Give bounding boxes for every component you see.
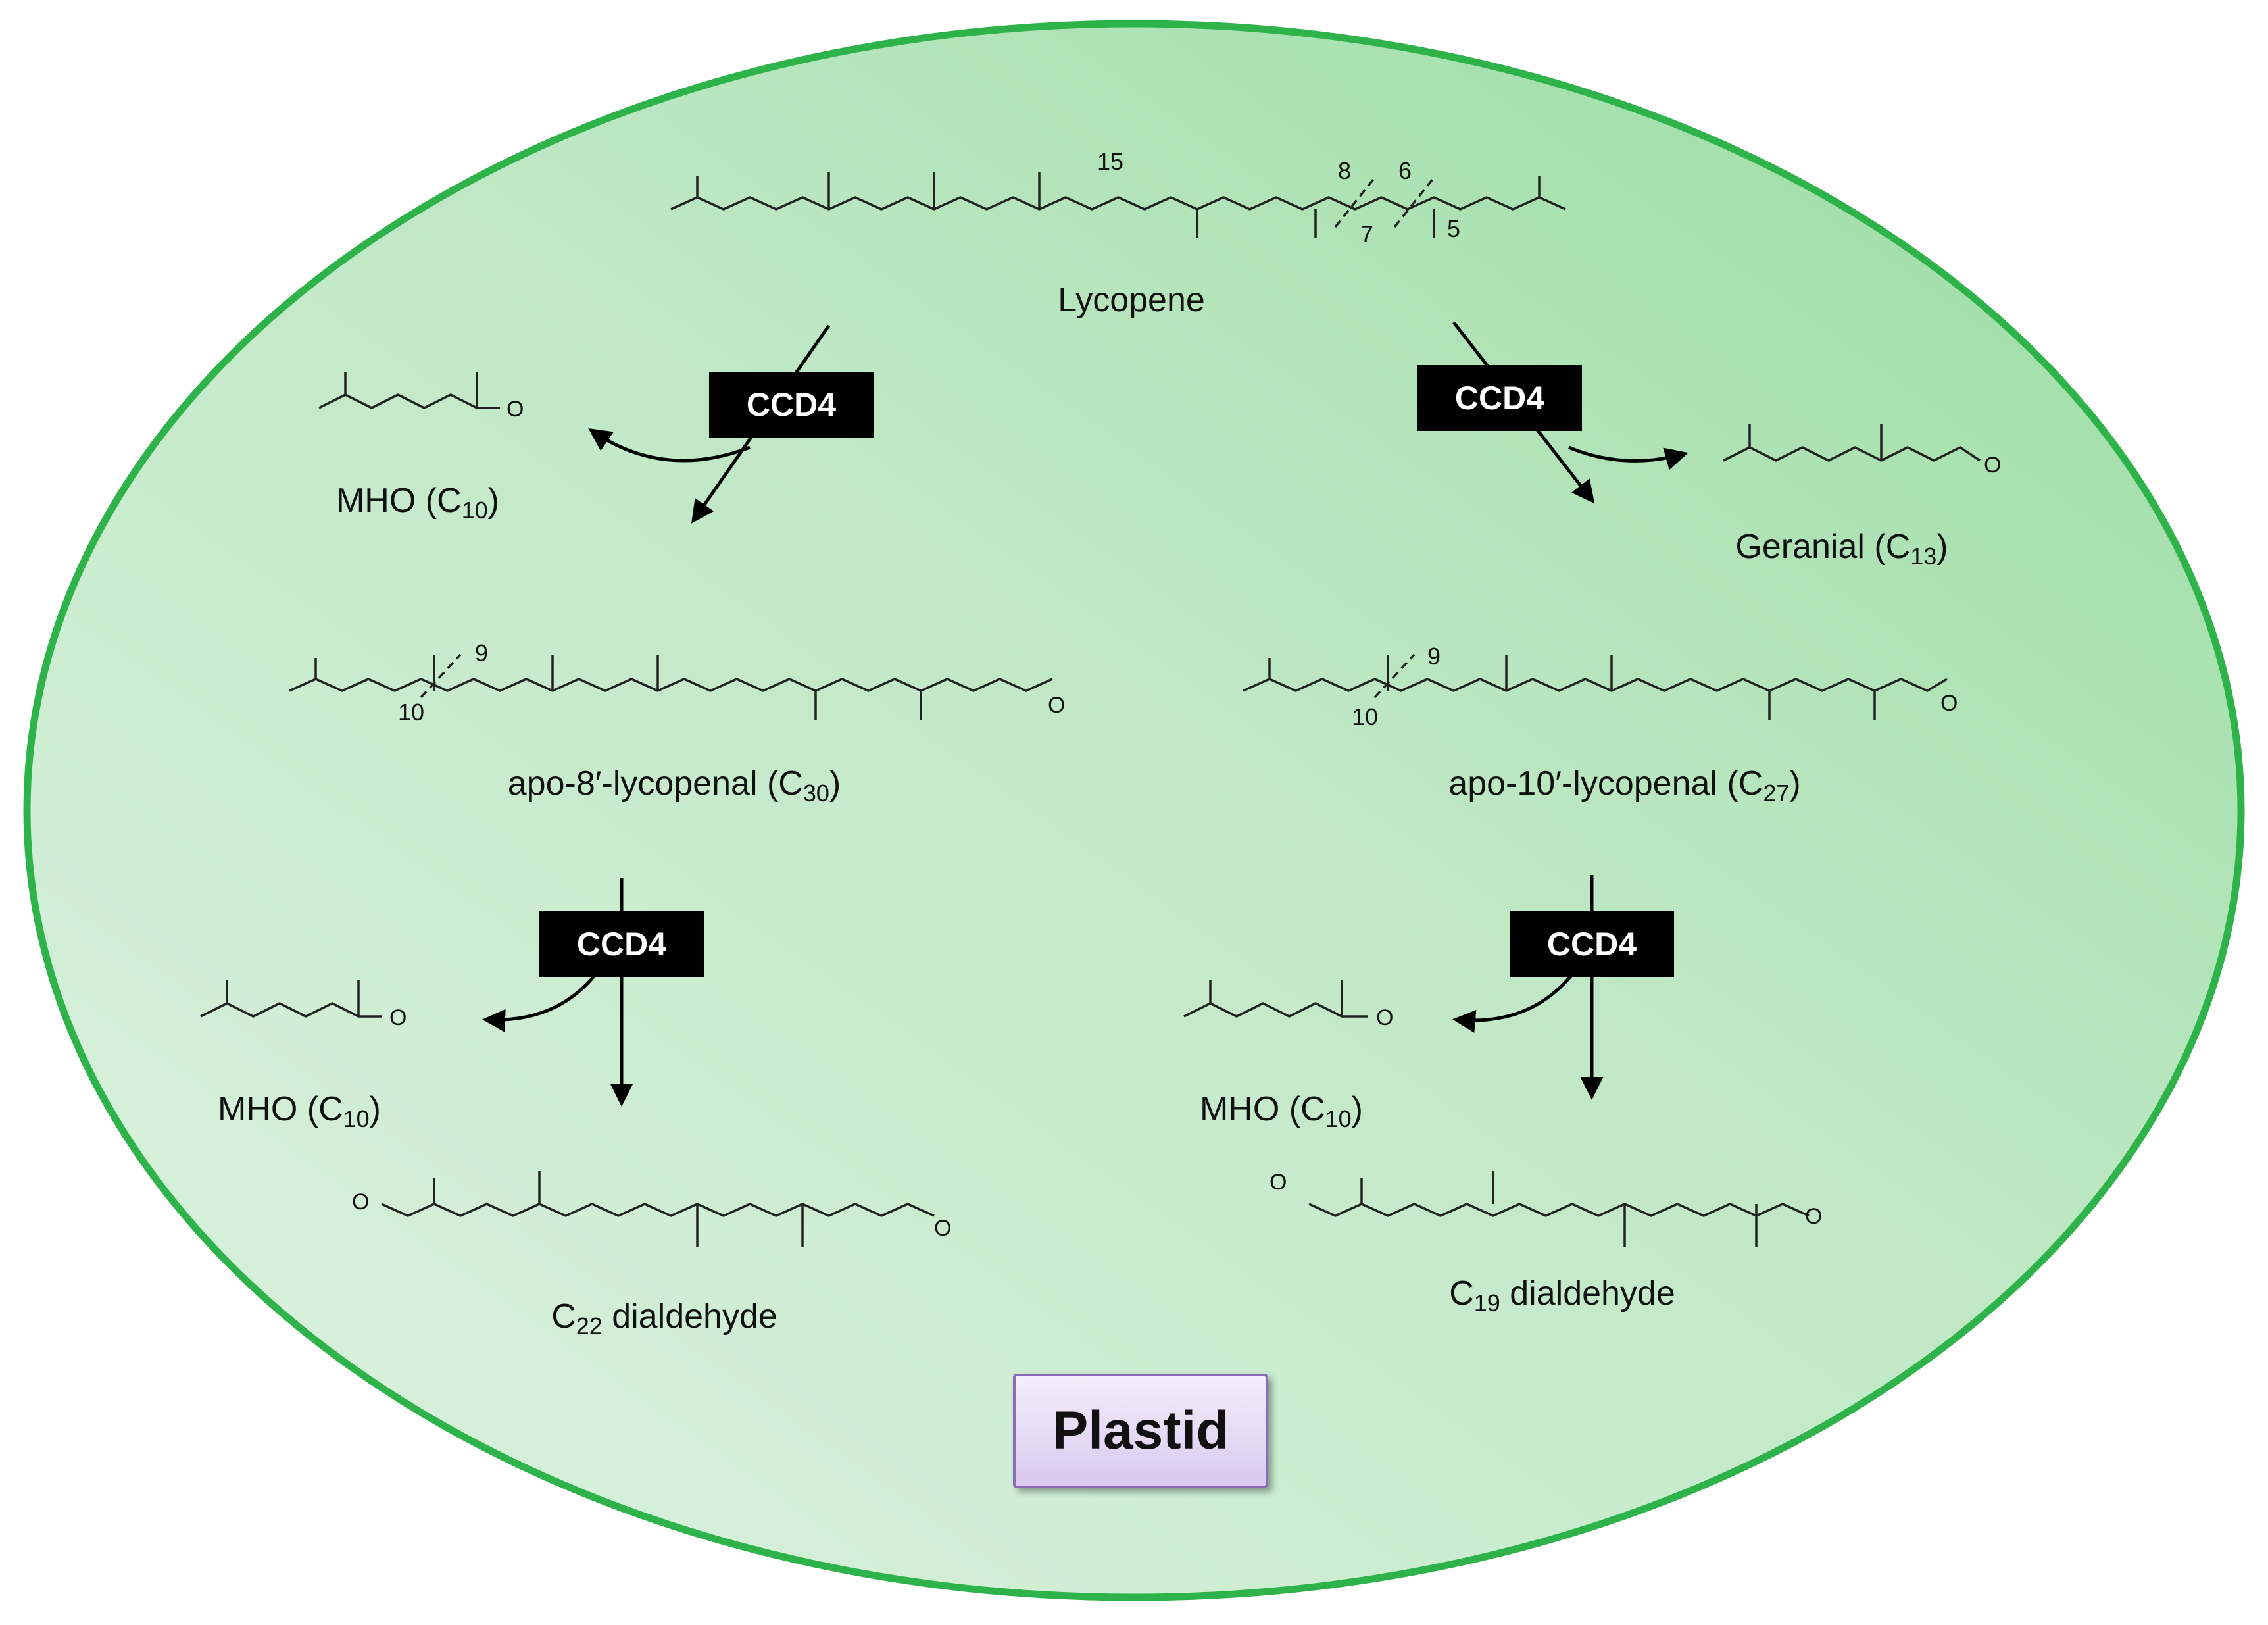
atom-number-15: 15 — [1097, 148, 1124, 175]
atom-number-9-left: 9 — [475, 639, 489, 666]
arrow-to-mho-right — [1452, 969, 1577, 1033]
geranial-label: Geranial (C13) — [1735, 528, 1948, 570]
mho-right-structure — [1183, 980, 1368, 1018]
atom-number-10-right: 10 — [1352, 703, 1379, 730]
plastid-label-box: Plastid — [1013, 1374, 1268, 1488]
apo10-structure — [1243, 653, 1948, 720]
c22-dialdehyde-label: C22 dialdehyde — [551, 1297, 777, 1339]
atom-number-8: 8 — [1338, 157, 1352, 184]
arrow-to-mho-top — [588, 428, 751, 463]
oxygen-c22-right: O — [934, 1216, 952, 1241]
lycopene-label: Lycopene — [1058, 281, 1205, 319]
arrow-to-geranial — [1568, 445, 1689, 470]
mho-top-structure — [318, 372, 500, 409]
atom-number-5: 5 — [1447, 215, 1461, 242]
oxygen-mho-top: O — [506, 397, 524, 422]
mho-right-label: MHO (C10) — [1199, 1090, 1364, 1132]
mho-left-label: MHO (C10) — [217, 1090, 382, 1132]
oxygen-mho-right: O — [1376, 1005, 1394, 1030]
c22-structure — [381, 1171, 935, 1247]
ccd4-box-top-right: CCD4 — [1418, 365, 1582, 431]
oxygen-mho-left: O — [389, 1005, 407, 1030]
mho-left-structure — [200, 980, 382, 1018]
atom-number-6: 6 — [1398, 157, 1412, 184]
molecule-structures — [200, 172, 1981, 1247]
apo8-structure — [289, 653, 1053, 720]
oxygen-c19-left: O — [1270, 1170, 1287, 1195]
apo10-lycopenal-label: apo-10′-lycopenal (C27) — [1448, 764, 1801, 807]
ccd4-box-mid-left: CCD4 — [539, 911, 704, 977]
c19-structure — [1308, 1171, 1810, 1247]
mho-top-label: MHO (C10) — [335, 482, 500, 524]
plastid-membrane — [23, 20, 2245, 1601]
atom-number-9-right: 9 — [1427, 643, 1441, 670]
oxygen-c19-right: O — [1805, 1204, 1823, 1229]
oxygen-apo8: O — [1048, 693, 1066, 718]
ccd4-box-top-left: CCD4 — [709, 372, 874, 438]
lycopene-structure — [670, 172, 1566, 238]
apo8-lycopenal-label: apo-8′-lycopenal (C30) — [507, 764, 841, 807]
atom-number-7: 7 — [1360, 220, 1374, 247]
c19-dialdehyde-label: C19 dialdehyde — [1449, 1274, 1675, 1316]
geranial-structure — [1723, 424, 1981, 462]
atom-number-10-left: 10 — [398, 699, 425, 726]
oxygen-apo10: O — [1940, 691, 1958, 716]
arrow-to-mho-left — [482, 969, 600, 1032]
oxygen-c22-left: O — [352, 1189, 370, 1214]
oxygen-geranial: O — [1984, 453, 2002, 478]
ccd4-box-mid-right: CCD4 — [1510, 911, 1674, 977]
